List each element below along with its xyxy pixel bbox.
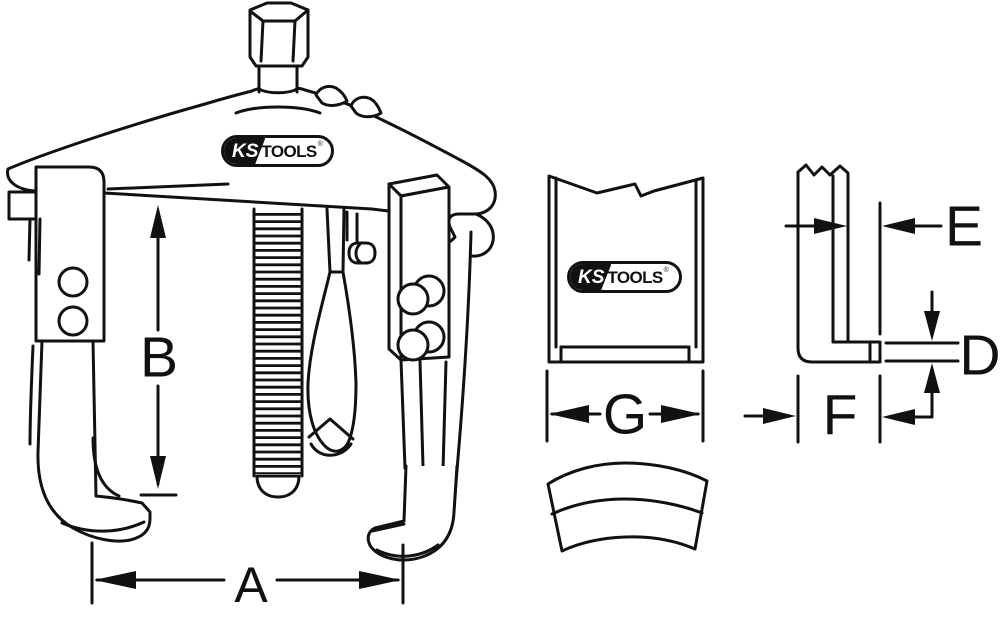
- ks-logo-mark: KS: [570, 264, 612, 290]
- puller-threaded-spindle: [253, 209, 303, 497]
- puller-right-hook: [368, 466, 457, 560]
- puller-middle-leg: [308, 209, 356, 455]
- dimension-d: [886, 292, 958, 417]
- three-arm-gear-puller-drawing: [8, 3, 496, 560]
- ks-tools-logo: KS TOOLS ®: [221, 135, 334, 167]
- puller-left-block: [9, 167, 104, 341]
- tools-logo-text: TOOLS: [607, 267, 663, 287]
- dimension-b: [141, 205, 176, 495]
- puller-jaw-curved-tip-segment: [548, 463, 707, 551]
- dim-label-b: B: [139, 325, 179, 390]
- puller-jaw-side-profile: [798, 165, 880, 362]
- registered-trademark-symbol: ®: [317, 141, 323, 148]
- tools-logo-text: TOOLS: [261, 141, 317, 161]
- ks-tools-logo-jaw: KS TOOLS ®: [567, 261, 682, 293]
- dim-label-f: F: [822, 383, 858, 448]
- puller-right-block: [389, 175, 449, 468]
- dim-label-a: A: [234, 557, 268, 613]
- dimension-e: [786, 203, 941, 334]
- ks-logo-mark: KS: [224, 138, 266, 164]
- dim-label-g: G: [602, 382, 648, 447]
- registered-trademark-symbol: ®: [663, 267, 669, 274]
- dimension-g: [547, 371, 703, 441]
- dim-label-d: D: [959, 323, 1000, 388]
- puller-hex-head: [250, 3, 308, 93]
- dimension-f: [745, 376, 932, 442]
- dim-label-e: E: [944, 194, 984, 259]
- puller-left-leg: [30, 341, 150, 541]
- puller-side-pin: [347, 212, 375, 263]
- dimension-a: [92, 543, 403, 603]
